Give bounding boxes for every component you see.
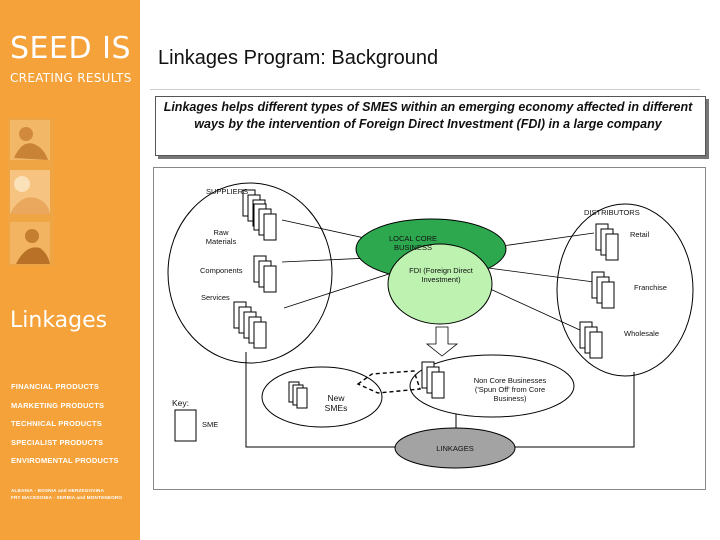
product-item[interactable]: FINANCIAL PRODUCTS xyxy=(11,382,100,391)
supplier-linkage-line xyxy=(245,352,396,448)
distributors-ellipse xyxy=(556,203,694,377)
logo-tagline: CREATING RESULTS xyxy=(10,71,132,85)
components-cards xyxy=(253,255,277,293)
linkages-label: LINKAGES xyxy=(436,444,474,453)
suppliers-ellipse xyxy=(167,182,333,364)
linkages-ellipse xyxy=(394,427,516,469)
new-smes-label: New SMEs xyxy=(324,393,348,413)
product-item[interactable]: MARKETING PRODUCTS xyxy=(11,400,105,410)
spin-off-arrow xyxy=(425,326,459,357)
footnote-line: ALBANIA - BOSNIA and HERZEGOVINA xyxy=(11,488,105,493)
retail-cards xyxy=(595,223,619,261)
non-core-ellipse xyxy=(409,354,575,418)
wholesale-label: Wholesale xyxy=(624,329,660,338)
non-core-label: Non Core Businesses ('Spun Off' from Cor… xyxy=(473,376,547,403)
franchise-label: Franchise xyxy=(634,283,667,292)
distributor-linkage-line xyxy=(514,372,635,448)
product-item[interactable]: ENVIROMENTAL PRODUCTS xyxy=(11,456,119,465)
components-label: Components xyxy=(200,266,243,275)
key-sme-box xyxy=(174,409,197,442)
diagram-frame xyxy=(153,167,706,490)
fdi-ellipse xyxy=(387,243,493,325)
section-title: Linkages xyxy=(10,308,108,333)
intro-box xyxy=(155,96,706,156)
distributors-label: DISTRIBUTORS xyxy=(584,208,640,217)
country-footnote: ALBANIA - BOSNIA and HERZEGOVINA FRY MAC… xyxy=(11,488,122,501)
retail-label: Retail xyxy=(630,230,650,239)
services-label: Services xyxy=(201,293,230,302)
product-item[interactable]: SPECIALIST PRODUCTS xyxy=(11,437,104,447)
suppliers-label: SUPPLIERS xyxy=(206,187,249,196)
wholesale-cards xyxy=(579,321,603,359)
logo-main: SEED IS xyxy=(10,31,131,66)
title-divider xyxy=(150,89,700,90)
product-list: FINANCIAL PRODUCTS MARKETING PRODUCTS TE… xyxy=(11,381,119,474)
page-title: Linkages Program: Background xyxy=(158,47,439,69)
people-photo xyxy=(8,118,54,266)
intro-text: Linkages helps different types of SMES w… xyxy=(163,100,693,131)
footnote-line: FRY MACEDONIA - SERBIA and MONTENEGRO xyxy=(11,494,123,500)
local-core-label: LOCAL CORE BUSINESS xyxy=(388,234,438,252)
franchise-cards xyxy=(591,271,615,309)
key-sme-label: SME xyxy=(202,420,219,429)
raw-materials-label: Raw Materials xyxy=(205,228,237,246)
product-item[interactable]: TECHNICAL PRODUCTS xyxy=(11,419,102,428)
services-cards-2 xyxy=(243,311,267,349)
key-label: Key: xyxy=(172,398,190,408)
raw-materials-cards-2 xyxy=(253,203,277,241)
fdi-label: FDI (Foreign Direct Investment) xyxy=(409,266,473,284)
dashed-connector xyxy=(356,370,421,394)
sidebar: SEED IS CREATING RESULTS Linkages FINANC… xyxy=(0,0,140,540)
